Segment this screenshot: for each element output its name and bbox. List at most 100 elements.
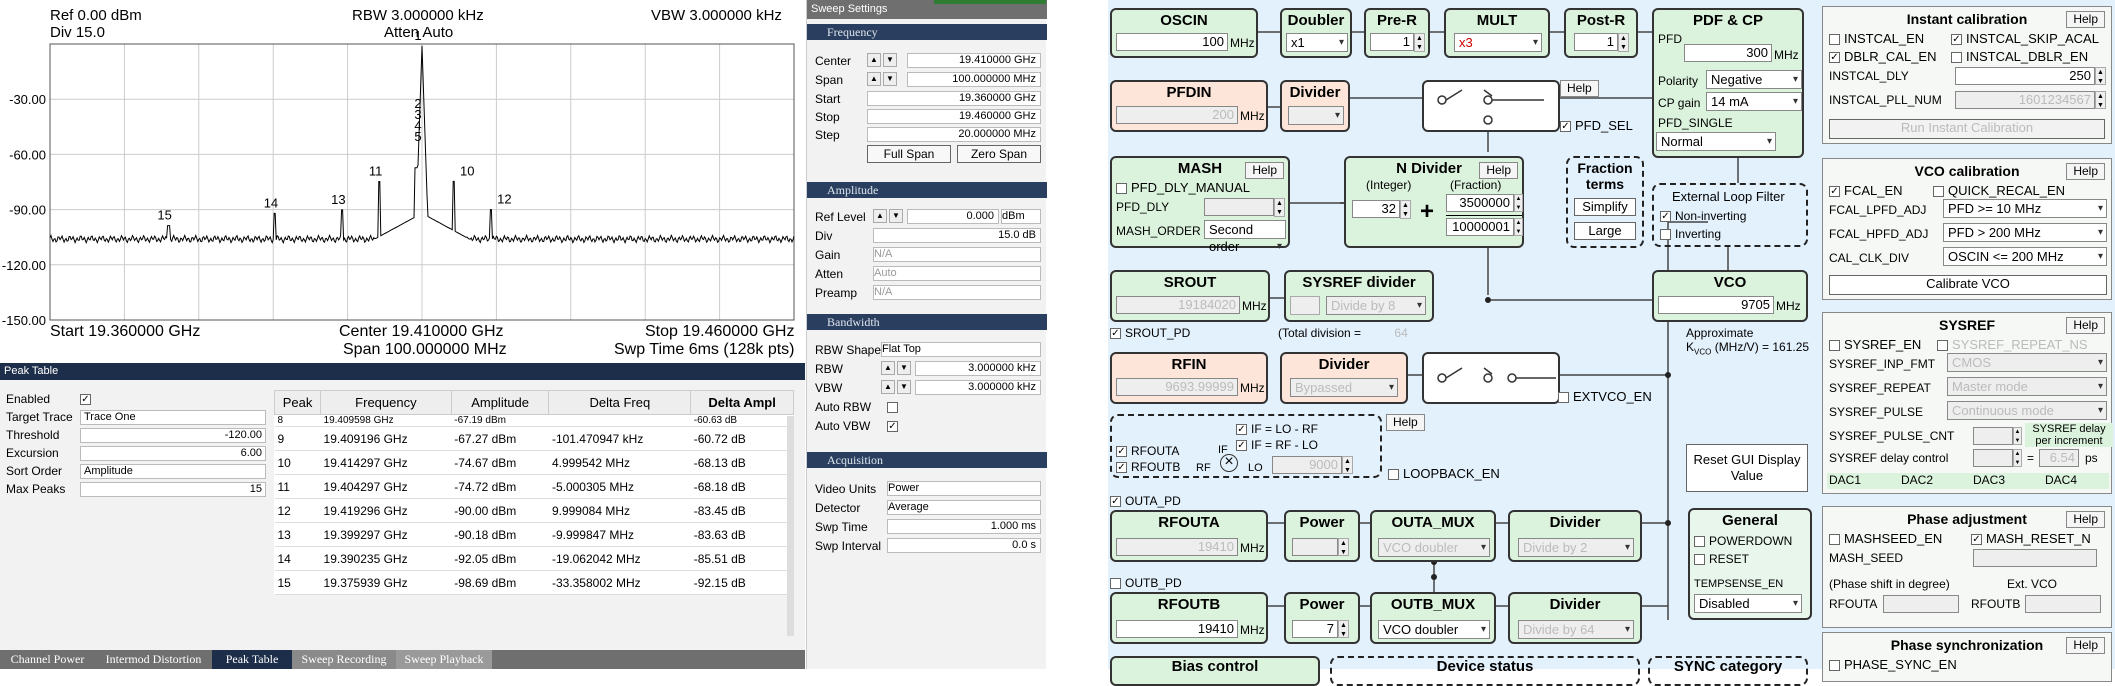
quick-recal-en-checkbox[interactable]: QUICK_RECAL_EN <box>1933 183 2065 198</box>
center-input[interactable]: 19.410000 GHz <box>907 53 1041 68</box>
pre-r-spinner[interactable]: ▲▼ <box>1414 33 1425 52</box>
center-up-button[interactable]: ▲ <box>867 53 881 67</box>
inverting-checkbox[interactable]: Inverting <box>1660 227 1721 241</box>
rfin-input[interactable]: 9693.99999 <box>1116 378 1238 396</box>
gain-select[interactable]: N/A <box>873 247 1041 262</box>
mash-help-button[interactable]: Help <box>1245 162 1284 179</box>
extvco-en-checkbox[interactable]: EXTVCO_EN <box>1558 389 1652 404</box>
post-r-input[interactable]: 1 <box>1574 33 1618 51</box>
instcal-pll-spinner[interactable]: ▲▼ <box>2095 91 2106 109</box>
sysref-repeat-ns-checkbox[interactable]: SYSREF_REPEAT_NS <box>1937 337 2088 352</box>
tab-sweep-playback[interactable]: Sweep Playback <box>396 650 492 669</box>
rfoutb-checkbox[interactable]: ✓RFOUTB <box>1116 460 1181 474</box>
phaseadj-help-button[interactable]: Help <box>2066 511 2105 528</box>
detector-select[interactable]: Average <box>887 500 1041 515</box>
section-acquisition[interactable]: Acquisition <box>807 452 1047 468</box>
outa-power-input[interactable] <box>1292 538 1338 556</box>
full-span-button[interactable]: Full Span <box>867 145 951 163</box>
n-denominator-input[interactable]: 10000001 <box>1446 218 1514 236</box>
n-numerator-spinner[interactable]: ▲▼ <box>1514 194 1523 212</box>
ref-level-input[interactable]: 0.000 <box>907 209 999 224</box>
start-input[interactable]: 19.360000 GHz <box>867 91 1041 106</box>
pfd-dly-manual-checkbox[interactable]: PFD_DLY_MANUAL <box>1116 180 1250 195</box>
pfd-sel-checkbox[interactable]: ✓PFD_SEL <box>1560 118 1633 133</box>
tempsense-select[interactable]: Disabled <box>1694 594 1802 613</box>
rfoutb-input[interactable]: 19410 <box>1116 620 1238 638</box>
pfdin-input[interactable]: 200 <box>1116 106 1238 124</box>
rfouta-phase-input[interactable] <box>1883 595 1959 613</box>
instcal-dly-spinner[interactable]: ▲▼ <box>2095 67 2106 85</box>
sysref-pulse-select[interactable]: Continuous mode <box>1947 401 2107 420</box>
n-numerator-input[interactable]: 3500000 <box>1446 194 1514 212</box>
div-input[interactable]: 15.0 dB <box>873 228 1041 243</box>
srout-pd-checkbox[interactable]: ✓SROUT_PD <box>1110 326 1191 340</box>
target-trace-select[interactable]: Trace One <box>80 410 266 425</box>
sysref-pulse-cnt-input[interactable] <box>1973 427 2013 445</box>
fcal-hpfd-select[interactable]: PFD > 200 MHz <box>1943 223 2107 242</box>
step-input[interactable]: 20.000000 MHz <box>867 127 1041 142</box>
phasesync-help-button[interactable]: Help <box>2066 637 2105 654</box>
srout-input[interactable]: 19184020 <box>1116 296 1240 314</box>
calibrate-vco-button[interactable]: Calibrate VCO <box>1829 275 2107 295</box>
threshold-input[interactable]: -120.00 <box>80 428 266 443</box>
vbw-up-button[interactable]: ▲ <box>881 380 895 394</box>
outb-pd-checkbox[interactable]: OUTB_PD <box>1110 576 1182 590</box>
peak-table-header[interactable]: Delta Freq <box>548 390 692 415</box>
swp-time-input[interactable]: 1.000 ms <box>887 519 1041 534</box>
outb-divider-select[interactable]: Divide by 64 <box>1518 620 1634 639</box>
outb-power-input[interactable]: 7 <box>1292 620 1338 638</box>
rfoutb-phase-input[interactable] <box>2025 595 2101 613</box>
spectrum-plot[interactable]: -30.00-60.00-90.00-120.00-150.00 1234510… <box>0 0 805 363</box>
auto-vbw-checkbox[interactable]: ✓ <box>887 421 898 433</box>
reflevel-down-button[interactable]: ▼ <box>889 209 903 223</box>
sysref-en-checkbox[interactable]: SYSREF_EN <box>1829 337 1921 352</box>
sysref-delay-control-input[interactable] <box>1973 449 2013 467</box>
excursion-input[interactable]: 6.00 <box>80 446 266 461</box>
stop-input[interactable]: 19.460000 GHz <box>867 109 1041 124</box>
polarity-select[interactable]: Negative <box>1706 70 1802 89</box>
span-down-button[interactable]: ▼ <box>883 72 897 86</box>
vbw-input[interactable]: 3.000000 kHz <box>915 380 1041 395</box>
instcal-dblr-en-checkbox[interactable]: INSTCAL_DBLR_EN <box>1951 49 2088 64</box>
loopback-en-checkbox[interactable]: LOOPBACK_EN <box>1388 466 1500 481</box>
outa-pd-checkbox[interactable]: ✓OUTA_PD <box>1110 494 1181 508</box>
instcal-help-button[interactable]: Help <box>2066 11 2105 28</box>
vco-input[interactable]: 9705 <box>1658 296 1774 314</box>
post-r-spinner[interactable]: ▲▼ <box>1618 33 1629 52</box>
powerdown-checkbox[interactable]: POWERDOWN <box>1694 534 1792 548</box>
outa-divider-select[interactable]: Divide by 2 <box>1518 538 1634 557</box>
pfd-sel-switch[interactable] <box>1422 80 1560 132</box>
reset-checkbox[interactable]: RESET <box>1694 552 1749 566</box>
outa-power-spinner[interactable]: ▲▼ <box>1338 538 1349 556</box>
sysref-help-button[interactable]: Help <box>2066 317 2105 334</box>
vcocal-help-button[interactable]: Help <box>2066 163 2105 180</box>
sysref-divider-select[interactable]: Divide by 8 <box>1326 296 1426 315</box>
reflevel-up-button[interactable]: ▲ <box>873 209 887 223</box>
pfd-sel-help-button[interactable]: Help <box>1560 80 1599 97</box>
sysref-div-spinner[interactable] <box>1290 296 1320 315</box>
peak-table-header[interactable]: Delta Ampl <box>690 390 794 415</box>
extvco-switch[interactable] <box>1422 352 1560 404</box>
peak-table-scrollbar[interactable] <box>787 416 794 636</box>
pfd-dly-input[interactable] <box>1204 198 1274 216</box>
tab-channel-power[interactable]: Channel Power <box>10 652 85 666</box>
peak-table-header[interactable]: Amplitude <box>450 390 550 415</box>
lo-input[interactable]: 9000 <box>1272 456 1342 474</box>
atten-select[interactable]: Auto <box>873 266 1041 281</box>
fcal-en-checkbox[interactable]: ✓FCAL_EN <box>1829 183 1903 198</box>
section-bandwidth[interactable]: Bandwidth <box>807 314 1047 330</box>
span-input[interactable]: 100.000000 MHz <box>907 72 1041 87</box>
outb-power-spinner[interactable]: ▲▼ <box>1338 620 1349 638</box>
n-integer-input[interactable]: 32 <box>1352 200 1400 218</box>
large-button[interactable]: Large <box>1574 222 1636 240</box>
tab-sweep-recording[interactable]: Sweep Recording <box>292 650 396 669</box>
non-inverting-checkbox[interactable]: ✓Non-inverting <box>1660 209 1747 223</box>
rbw-shape-select[interactable]: Flat Top <box>881 342 1041 357</box>
tab-peak-table[interactable]: Peak Table <box>212 650 292 669</box>
if-lo-rf-checkbox[interactable]: ✓IF = LO - RF <box>1236 422 1319 436</box>
sysref-inp-fmt-select[interactable]: CMOS <box>1947 353 2107 372</box>
